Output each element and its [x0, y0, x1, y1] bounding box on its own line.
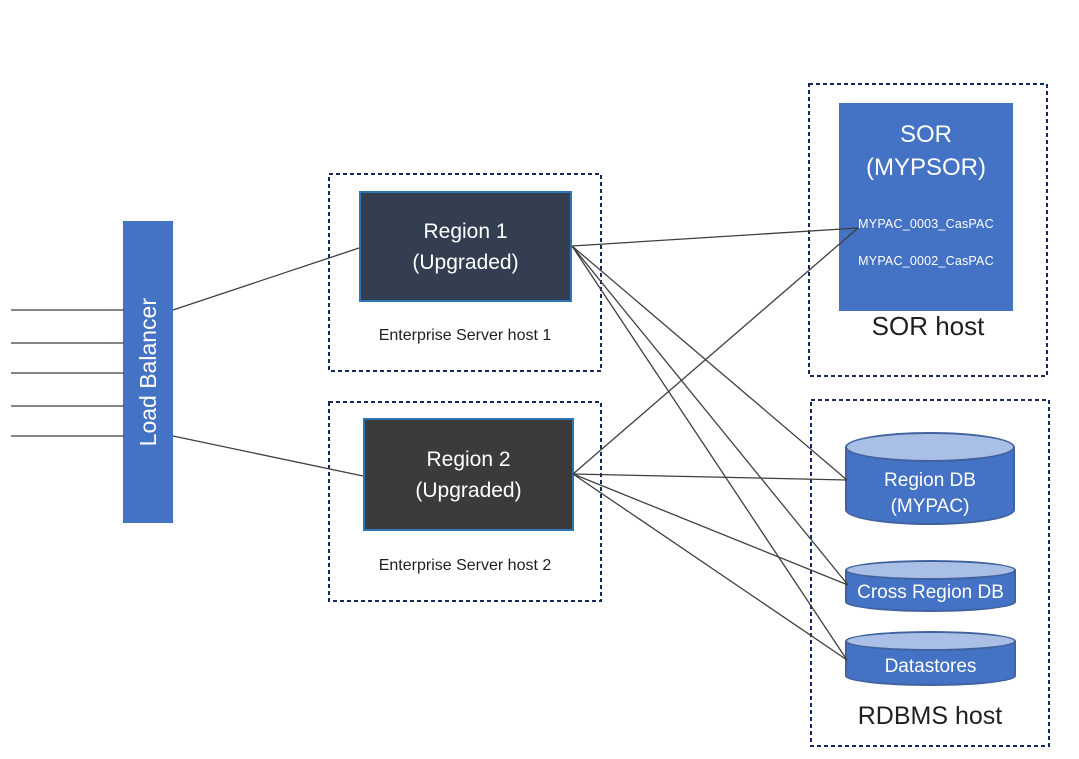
connector-region1-crossregiondb — [571, 245, 849, 586]
region-2-label-line2: (Upgraded) — [415, 478, 522, 502]
rdbms-host-label: RDBMS host — [857, 702, 1003, 730]
region-db-label: Region DB (MYPAC) — [845, 468, 1015, 520]
enterprise-host-1-label: Enterprise Server host 1 — [378, 327, 552, 344]
cross-region-db-label: Cross Region DB — [857, 582, 1004, 603]
region-db-cylinder: Region DB (MYPAC) — [845, 432, 1015, 525]
sor-host-box: SOR (MYPSOR) MYPAC_0003_CasPAC MYPAC_000… — [808, 83, 1048, 377]
datastores-label: Datastores — [884, 656, 977, 677]
cross-region-db-cylinder: Cross Region DB — [845, 560, 1016, 612]
enterprise-host-2-label: Enterprise Server host 2 — [378, 557, 552, 574]
cross-region-db-cylinder-top — [845, 560, 1016, 580]
rdbms-host-box: Region DB (MYPAC) Cross Region DB Datast… — [810, 399, 1050, 747]
connector-region2-crossregiondb — [572, 473, 849, 586]
connector-region2-regiondb — [572, 473, 848, 481]
sor-node-title: SOR (MYPSOR) — [839, 118, 1013, 184]
sor-pac-item-1: MYPAC_0003_CasPAC — [858, 217, 994, 231]
enterprise-host-1-box: Region 1 (Upgraded) Enterprise Server ho… — [328, 173, 602, 372]
load-balancer-node: Load Balancer — [123, 221, 173, 523]
sor-title-line1: SOR — [899, 121, 952, 148]
connector-region2-datastores — [572, 473, 848, 661]
sor-pac-item-2: MYPAC_0002_CasPAC — [858, 254, 994, 268]
sor-host-label: SOR host — [871, 311, 985, 341]
connector-region1-datastores — [571, 245, 848, 661]
region-1-label-line1: Region 1 — [423, 219, 508, 243]
region-2-label-line1: Region 2 — [426, 447, 511, 471]
load-balancer-label: Load Balancer — [134, 297, 161, 447]
region-db-label-line1: Region DB — [884, 470, 976, 491]
datastores-cylinder: Datastores — [845, 631, 1016, 686]
region-1-node: Region 1 (Upgraded) — [359, 191, 572, 302]
sor-node: SOR (MYPSOR) MYPAC_0003_CasPAC MYPAC_000… — [839, 103, 1013, 311]
region-1-label-line2: (Upgraded) — [412, 250, 519, 274]
enterprise-host-2-box: Region 2 (Upgraded) Enterprise Server ho… — [328, 401, 602, 602]
region-db-cylinder-top — [845, 432, 1015, 462]
region-db-label-line2: (MYPAC) — [890, 496, 970, 517]
datastores-cylinder-top — [845, 631, 1016, 651]
region-2-node: Region 2 (Upgraded) — [363, 418, 574, 531]
sor-title-line2: (MYPSOR) — [866, 154, 986, 181]
connector-region1-regiondb — [571, 245, 848, 481]
